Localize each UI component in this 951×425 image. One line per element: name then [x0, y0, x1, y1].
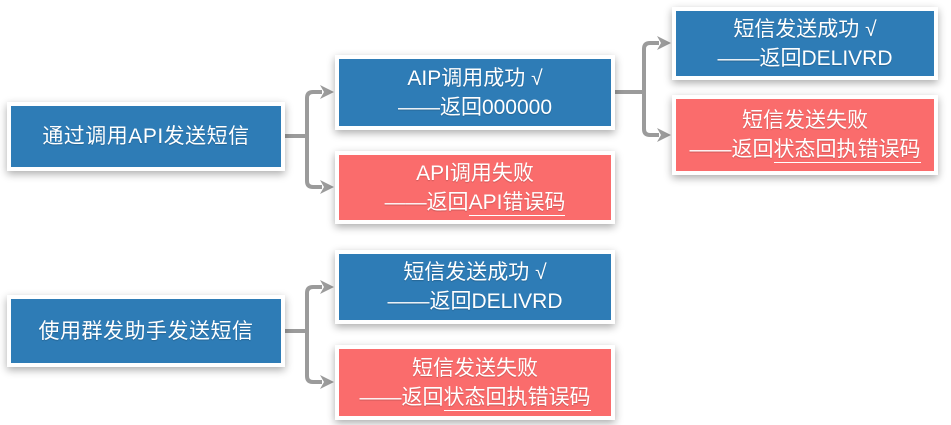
return-prefix: ——返回 — [359, 385, 444, 409]
arrowhead-sms-fail-group — [320, 375, 334, 389]
node-title: API调用失败 — [416, 161, 534, 185]
return-prefix: ——返回 — [689, 138, 774, 161]
arrowhead-sms-success-group — [320, 280, 334, 294]
return-prefix: ——返回 — [717, 46, 802, 70]
node-send-sms-via-api: 通过调用API发送短信 — [7, 102, 285, 171]
node-sms-send-fail-group: 短信发送失败 ——返回状态回执错误码 — [335, 345, 615, 420]
node-return-code: ——返回000000 — [398, 93, 552, 122]
arrowhead-api-fail — [320, 180, 334, 194]
node-title: 短信发送失败 — [742, 109, 868, 132]
return-value: DELIVRD — [801, 46, 893, 70]
node-sms-send-success-group: 短信发送成功 √ ——返回DELIVRD — [335, 250, 615, 324]
connector-group-flow — [285, 285, 322, 384]
node-api-call-success: AIP调用成功 √ ——返回000000 — [335, 55, 615, 130]
arrowhead-sms-fail-api — [657, 128, 671, 142]
node-title: 短信发送失败 — [412, 356, 538, 380]
node-api-call-fail: API调用失败 ——返回API错误码 — [335, 151, 615, 224]
connector-api-result-flow — [615, 41, 659, 137]
node-label: 通过调用API发送短信 — [42, 125, 250, 148]
node-sms-send-success-api: 短信发送成功 √ ——返回DELIVRD — [672, 7, 938, 80]
node-return-code: ——返回DELIVRD — [387, 287, 562, 316]
node-title: 短信发送成功 √ — [403, 261, 547, 284]
node-return-code: ——返回状态回执错误码 — [690, 135, 921, 164]
node-return-code: ——返回状态回执错误码 — [360, 383, 591, 412]
return-prefix: ——返回 — [384, 190, 469, 214]
return-value: API错误码 — [468, 190, 566, 216]
node-return-code: ——返回DELIVRD — [717, 44, 892, 73]
return-prefix: ——返回 — [397, 95, 482, 119]
return-value: 000000 — [481, 95, 553, 119]
return-prefix: ——返回 — [387, 290, 472, 313]
return-value: 状态回执错误码 — [773, 138, 921, 163]
arrowhead-api-success — [320, 85, 334, 99]
connector-api-flow — [285, 90, 322, 189]
return-value: DELIVRD — [471, 290, 563, 313]
node-title: AIP调用成功 √ — [407, 66, 543, 90]
arrowhead-sms-success-api — [657, 36, 671, 50]
node-label: 使用群发助手发送短信 — [38, 319, 254, 343]
return-value: 状态回执错误码 — [443, 385, 591, 411]
node-title: 短信发送成功 √ — [733, 17, 877, 41]
node-return-code: ——返回API错误码 — [385, 188, 566, 217]
node-sms-send-fail-api: 短信发送失败 ——返回状态回执错误码 — [672, 95, 938, 175]
node-send-sms-via-group-assistant: 使用群发助手发送短信 — [7, 295, 285, 367]
